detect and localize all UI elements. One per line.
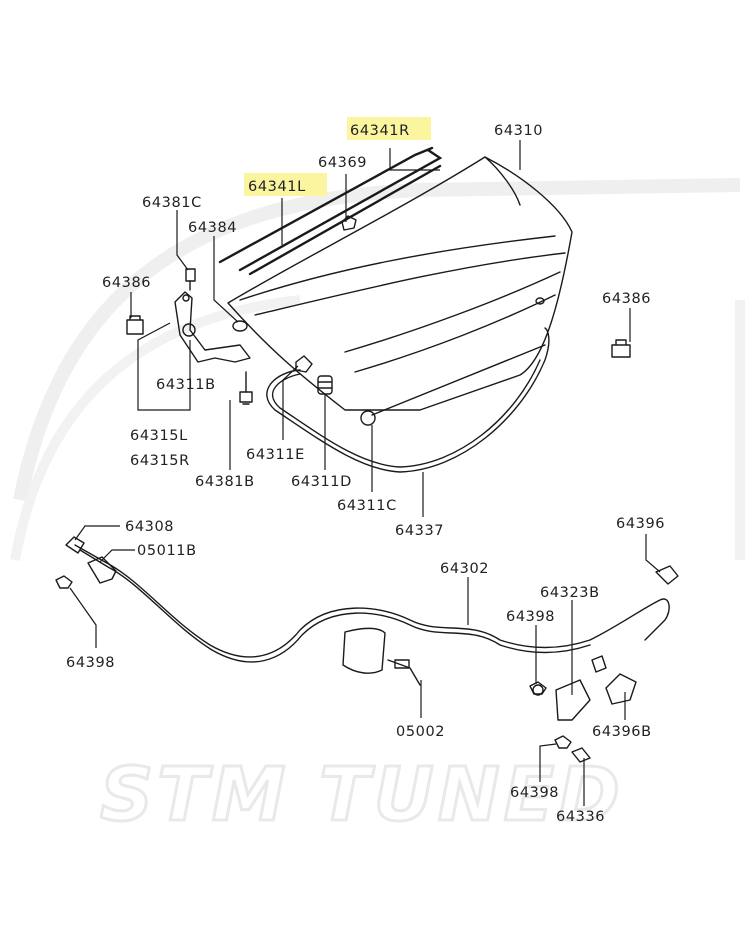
- label-64386-left: 64386: [102, 275, 151, 291]
- clip-64336: [571, 747, 591, 763]
- label-64323B: 64323B: [540, 585, 600, 601]
- bolt-64381B: [239, 371, 253, 405]
- torsion-bars: [218, 146, 443, 276]
- label-64341L: 64341L: [248, 179, 306, 195]
- fuel-lid-05002: [342, 627, 421, 686]
- label-05011B: 05011B: [137, 543, 197, 559]
- trunk-lid-64310: [227, 156, 573, 416]
- screw-64398-mid: [529, 681, 547, 695]
- label-64311E: 64311E: [246, 447, 305, 463]
- highlight-64341R: [347, 117, 431, 140]
- watermark-text: STM TUNED: [100, 752, 624, 838]
- label-64398-mid: 64398: [506, 609, 555, 625]
- leader-lines: [69, 140, 661, 806]
- screw-64398-bottom: [554, 735, 572, 749]
- label-05002: 05002: [396, 724, 445, 740]
- label-64386-right: 64386: [602, 291, 651, 307]
- label-64337: 64337: [395, 523, 444, 539]
- label-64396B: 64396B: [592, 724, 652, 740]
- label-64308: 64308: [125, 519, 174, 535]
- bracket-05011B: [87, 556, 117, 584]
- weatherstrip-64337: [266, 327, 550, 473]
- label-64341R: 64341R: [350, 123, 410, 139]
- release-cable-64302: [74, 544, 670, 658]
- label-64311B: 64311B: [156, 377, 216, 393]
- latch-64323B: [532, 655, 607, 721]
- bumper-64386-right: [611, 339, 631, 358]
- weatherstrip-64337-inner: [272, 359, 541, 468]
- release-cable-64302-inner: [79, 549, 591, 663]
- label-64311D: 64311D: [291, 474, 352, 490]
- part-64396: [655, 565, 679, 585]
- label-64315L: 64315L: [130, 428, 188, 444]
- label-64384: 64384: [188, 220, 237, 236]
- label-64381B: 64381B: [195, 474, 255, 490]
- part-64311C: [360, 410, 376, 426]
- label-64396: 64396: [616, 516, 665, 532]
- label-64381C: 64381C: [142, 195, 202, 211]
- highlight-64341L: [244, 173, 327, 196]
- part-64311D: [317, 375, 333, 395]
- screw-64398-left: [55, 575, 73, 589]
- label-64315R: 64315R: [130, 453, 190, 469]
- hinge-64315: [174, 291, 251, 363]
- label-64310: 64310: [494, 123, 543, 139]
- label-64311C: 64311C: [337, 498, 397, 514]
- label-64398-bottom: 64398: [510, 785, 559, 801]
- label-64302: 64302: [440, 561, 489, 577]
- part-64396B: [605, 673, 637, 705]
- bumper-64386-left: [126, 315, 144, 335]
- label-64369: 64369: [318, 155, 367, 171]
- label-64398-left: 64398: [66, 655, 115, 671]
- clip-64369: [341, 215, 357, 231]
- label-64336: 64336: [556, 809, 605, 825]
- stopper-64384: [232, 320, 248, 332]
- watermark-swoosh: [10, 178, 745, 561]
- bolt-64381C: [185, 268, 196, 291]
- opener-handle-64308: [65, 536, 85, 554]
